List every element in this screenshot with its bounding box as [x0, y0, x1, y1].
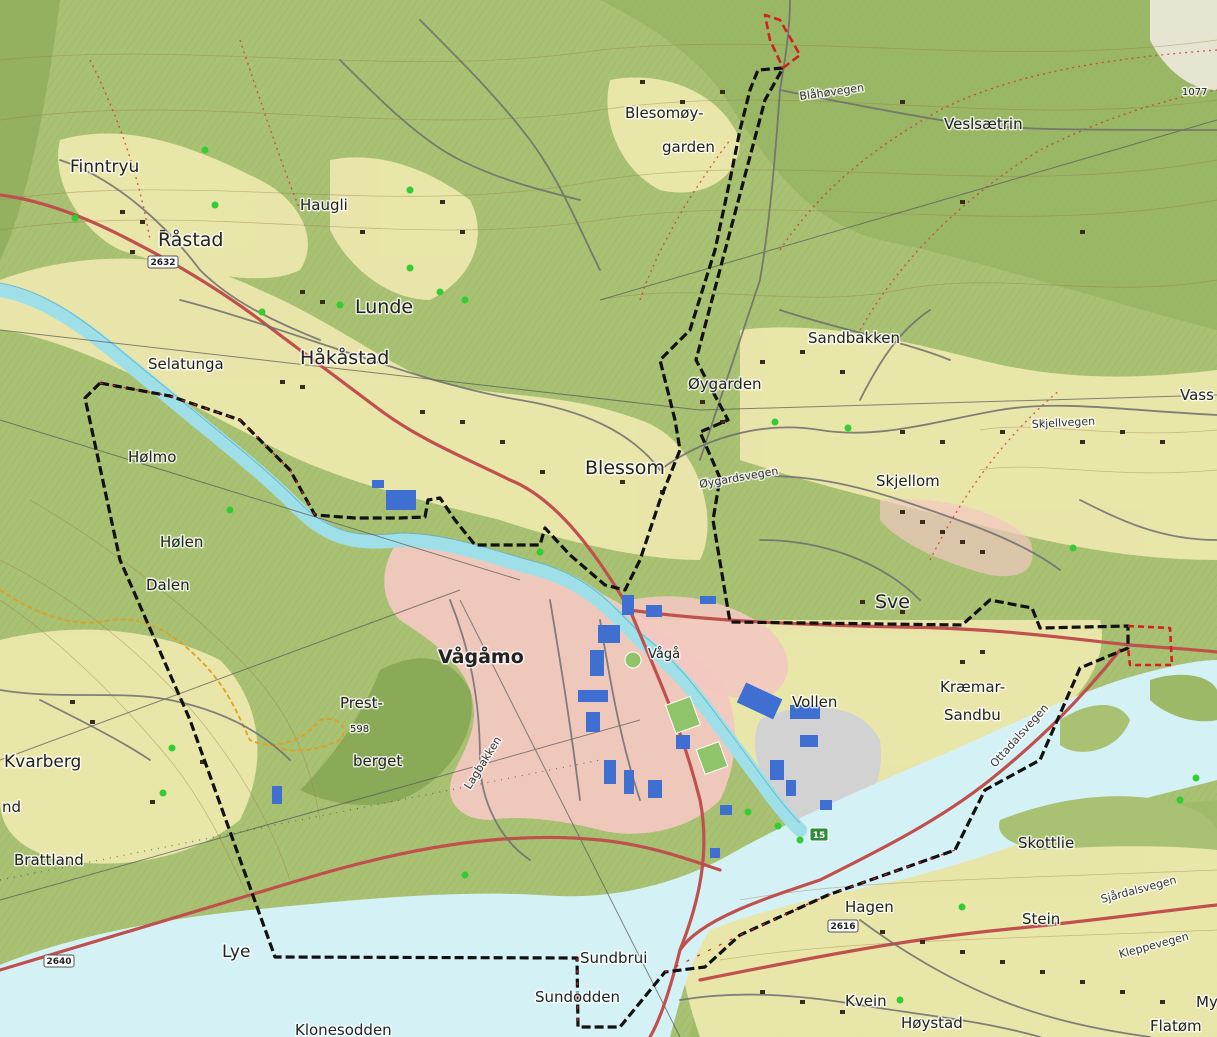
peninsula-skottlie	[999, 796, 1217, 850]
place-label-dalen: Dalen	[146, 576, 190, 594]
place-label-lunde: Lunde	[355, 296, 413, 318]
place-label-nd: nd	[2, 798, 21, 816]
place-label-finntryu: Finntryu	[70, 157, 139, 177]
road-shield-2616: 2616	[827, 919, 859, 933]
place-label-selatunga: Selatunga	[148, 355, 224, 373]
place-label-sve: Sve	[875, 591, 910, 613]
forest-slope-west	[0, 0, 60, 260]
place-label-prest: Prest-	[340, 694, 383, 712]
place-label-oygarden: Øygarden	[688, 375, 762, 393]
place-label-holen: Hølen	[160, 533, 203, 551]
houses	[70, 80, 1165, 1014]
place-label-stein: Stein	[1022, 910, 1060, 928]
place-label-flatom: Flatøm	[1150, 1017, 1202, 1035]
place-label-skjellom: Skjellom	[876, 472, 940, 490]
place-label-sundbrui: Sundbrui	[580, 949, 647, 967]
place-label-vollen: Vollen	[792, 693, 837, 711]
skjellom-urban	[880, 499, 1033, 577]
road-shield-15: 15	[809, 827, 829, 842]
forest-ridge-prestberget	[300, 658, 472, 806]
buildings-blue	[272, 480, 832, 858]
planning-boundary	[83, 13, 1174, 1029]
place-label-vaga: Vågå	[648, 647, 680, 662]
place-label-sandbu: Sandbu	[944, 706, 1001, 724]
place-label-kvein: Kvein	[845, 992, 887, 1010]
road-shield-2640: 2640	[43, 954, 75, 968]
svg-text:15: 15	[813, 831, 826, 841]
elevation-1077: 1077	[1182, 87, 1207, 98]
place-label-rastad: Råstad	[158, 228, 223, 251]
place-label-sundodden: Sundodden	[535, 988, 620, 1006]
place-label-blesomoy: Blesomøy-	[625, 104, 704, 122]
bare-mountain	[1150, 0, 1217, 90]
place-label-berget: berget	[353, 752, 402, 770]
place-label-vass: Vass	[1180, 386, 1214, 404]
place-label-kraemar: Kræmar-	[940, 678, 1005, 696]
trail-orange	[0, 589, 345, 752]
boundary-red-north	[763, 13, 802, 70]
river	[0, 283, 807, 837]
boundary-outline	[83, 66, 1130, 1029]
lake	[0, 660, 1217, 1037]
forest-slope-north	[600, 0, 1217, 330]
place-label-brattland: Brattland	[14, 851, 84, 869]
place-label-skottlie: Skottlie	[1018, 834, 1074, 852]
place-label-garden: garden	[662, 138, 715, 156]
svg-text:2640: 2640	[46, 957, 71, 967]
island-green	[1060, 705, 1130, 752]
place-label-hagen: Hagen	[845, 898, 894, 916]
place-label-my: My	[1196, 993, 1217, 1011]
elevation-598: 598	[350, 724, 369, 735]
vagamo-urban-area	[384, 538, 735, 834]
main-roads	[0, 193, 1217, 1037]
place-label-blessom: Blessom	[585, 457, 665, 479]
sports-fields	[624, 651, 729, 775]
place-label-hoystad: Høystad	[901, 1014, 963, 1032]
place-label-kvarberg: Kvarberg	[4, 752, 81, 772]
green-points	[71, 146, 1200, 1004]
place-label-sandbakken: Sandbakken	[808, 329, 900, 347]
place-label-vagamo: Vågåmo	[438, 644, 524, 668]
place-label-veslsaetrin: Veslsætrin	[944, 115, 1023, 133]
place-label-holmo: Hølmo	[128, 448, 176, 466]
road-label-skjellvegen: Skjellvegen	[1031, 415, 1095, 431]
place-label-klonesodden: Klonesodden	[295, 1021, 392, 1037]
trails	[89, 39, 1217, 561]
svg-text:2632: 2632	[150, 258, 175, 268]
contour-lines	[0, 39, 1217, 961]
place-label-haugli: Haugli	[300, 196, 348, 214]
road-shield-2632: 2632	[147, 255, 179, 269]
svg-text:2616: 2616	[830, 922, 855, 932]
power-lines	[0, 119, 1217, 1037]
place-label-lye: Lye	[222, 942, 250, 962]
boundary-red-trim	[99, 382, 956, 1028]
place-label-hakastad: Håkåstad	[300, 346, 389, 369]
island-east	[1150, 674, 1217, 722]
river-bank	[0, 282, 801, 824]
